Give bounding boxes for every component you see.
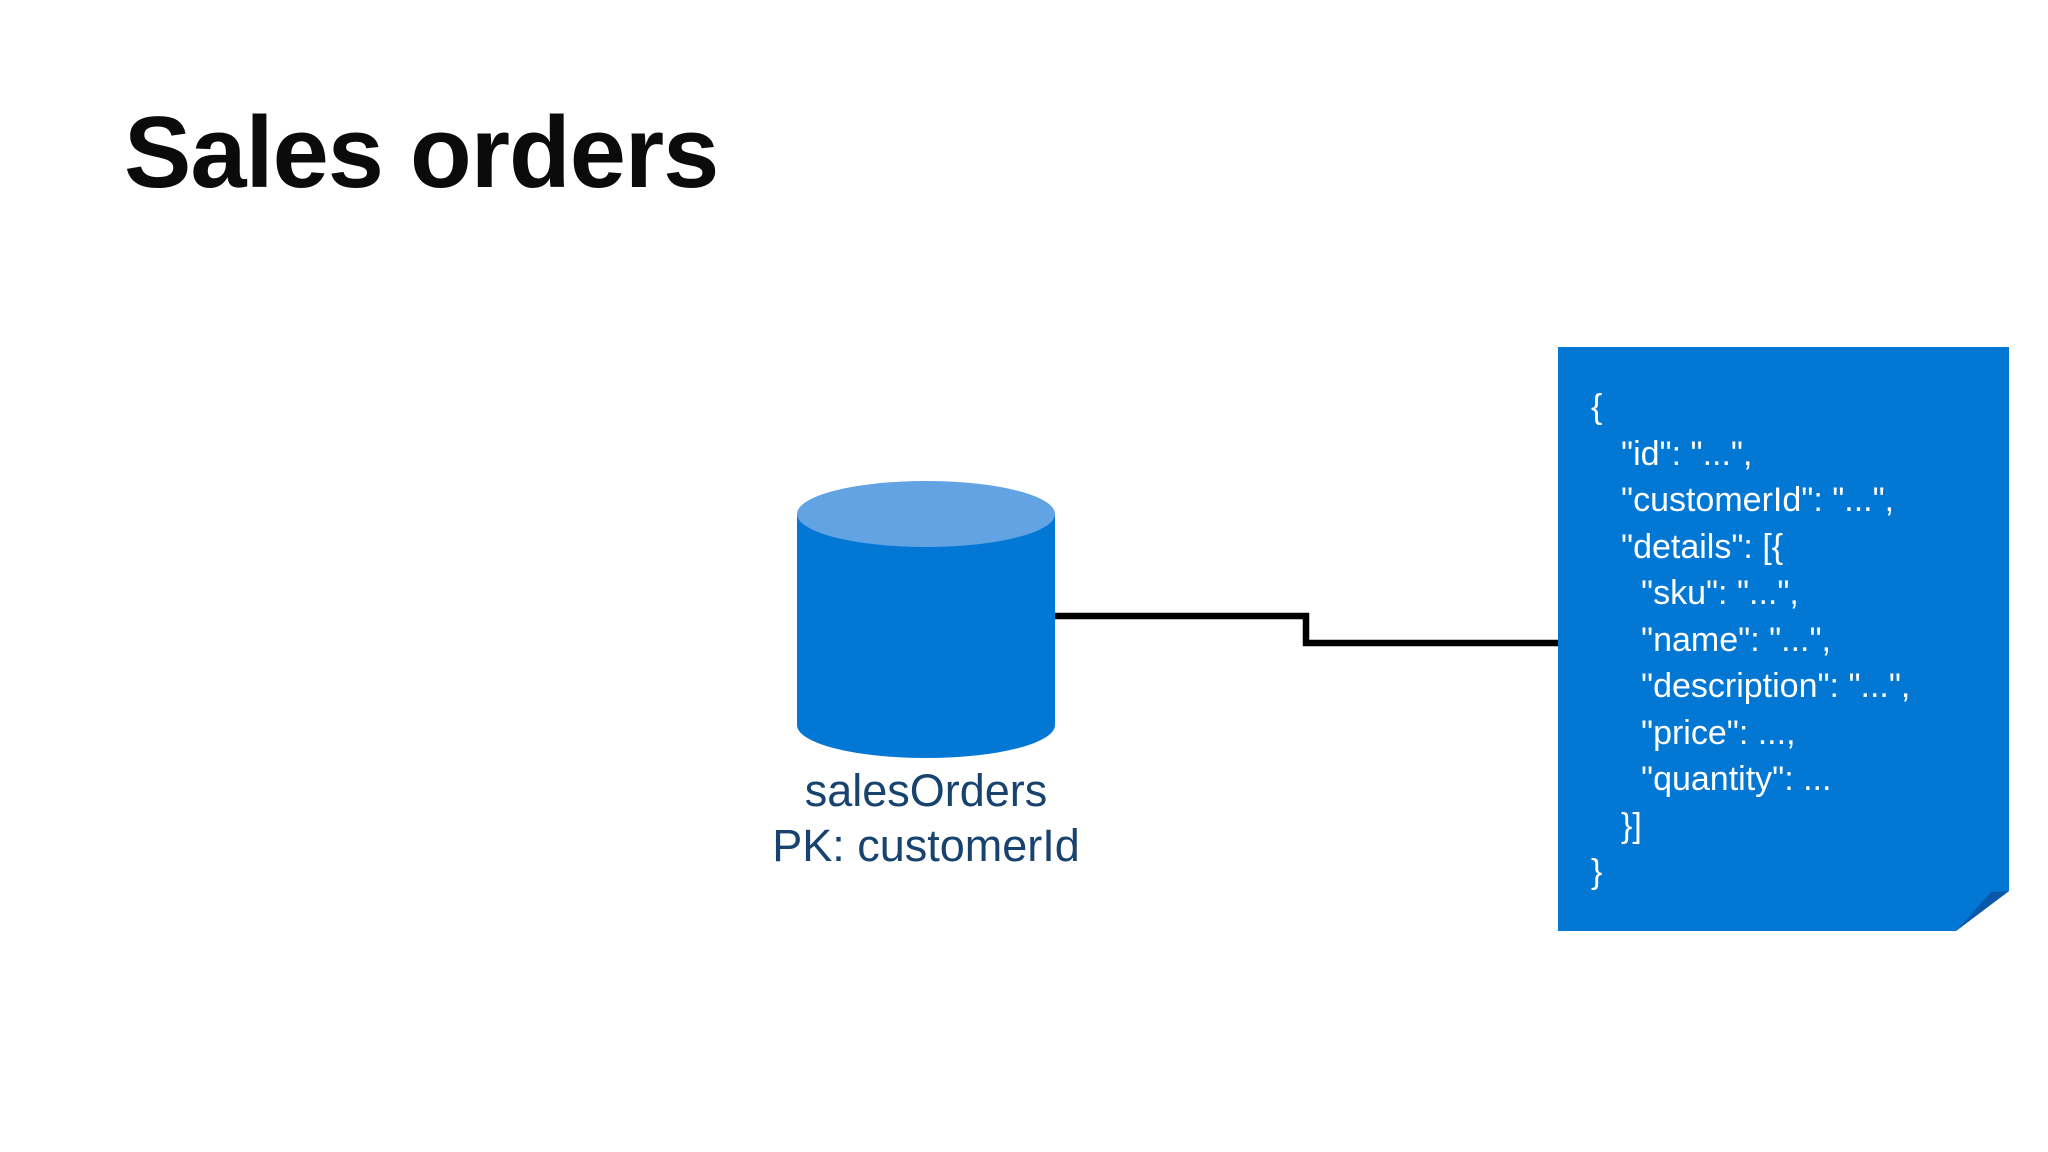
document-page (1558, 347, 2009, 931)
json-document-card (1558, 347, 2009, 931)
document-json-code: { "id": "...", "customerId": "...", "detail… (1591, 384, 2011, 896)
entity-name-label: salesOrders (804, 765, 1048, 816)
entity-labels: salesOrders PK: customerId (676, 763, 1176, 873)
document-folded-corner-icon (1956, 891, 2009, 931)
code-line: }] (1621, 806, 1642, 845)
code-line: "details": [{ (1621, 527, 1784, 566)
code-line: { (1591, 388, 1603, 426)
entity-pk-label: PK: customerId (772, 820, 1080, 871)
code-line: "id": "...", (1621, 434, 1753, 473)
connector-elbow-path (1050, 612, 1564, 647)
code-line: "sku": "...", (1641, 574, 1799, 612)
code-line: "price": ..., (1641, 713, 1796, 752)
code-line: "name": "...", (1641, 620, 1832, 659)
code-line: "description": "...", (1641, 667, 1911, 705)
code-line: } (1591, 853, 1603, 891)
database-cylinder-icon (797, 481, 1055, 758)
cylinder-top (797, 481, 1055, 547)
cylinder-body (797, 514, 1055, 758)
page-title: Sales orders (124, 97, 719, 209)
connector-line (1050, 612, 1564, 647)
code-line: "customerId": "...", (1621, 481, 1895, 519)
code-line: "quantity": ... (1641, 760, 1832, 798)
